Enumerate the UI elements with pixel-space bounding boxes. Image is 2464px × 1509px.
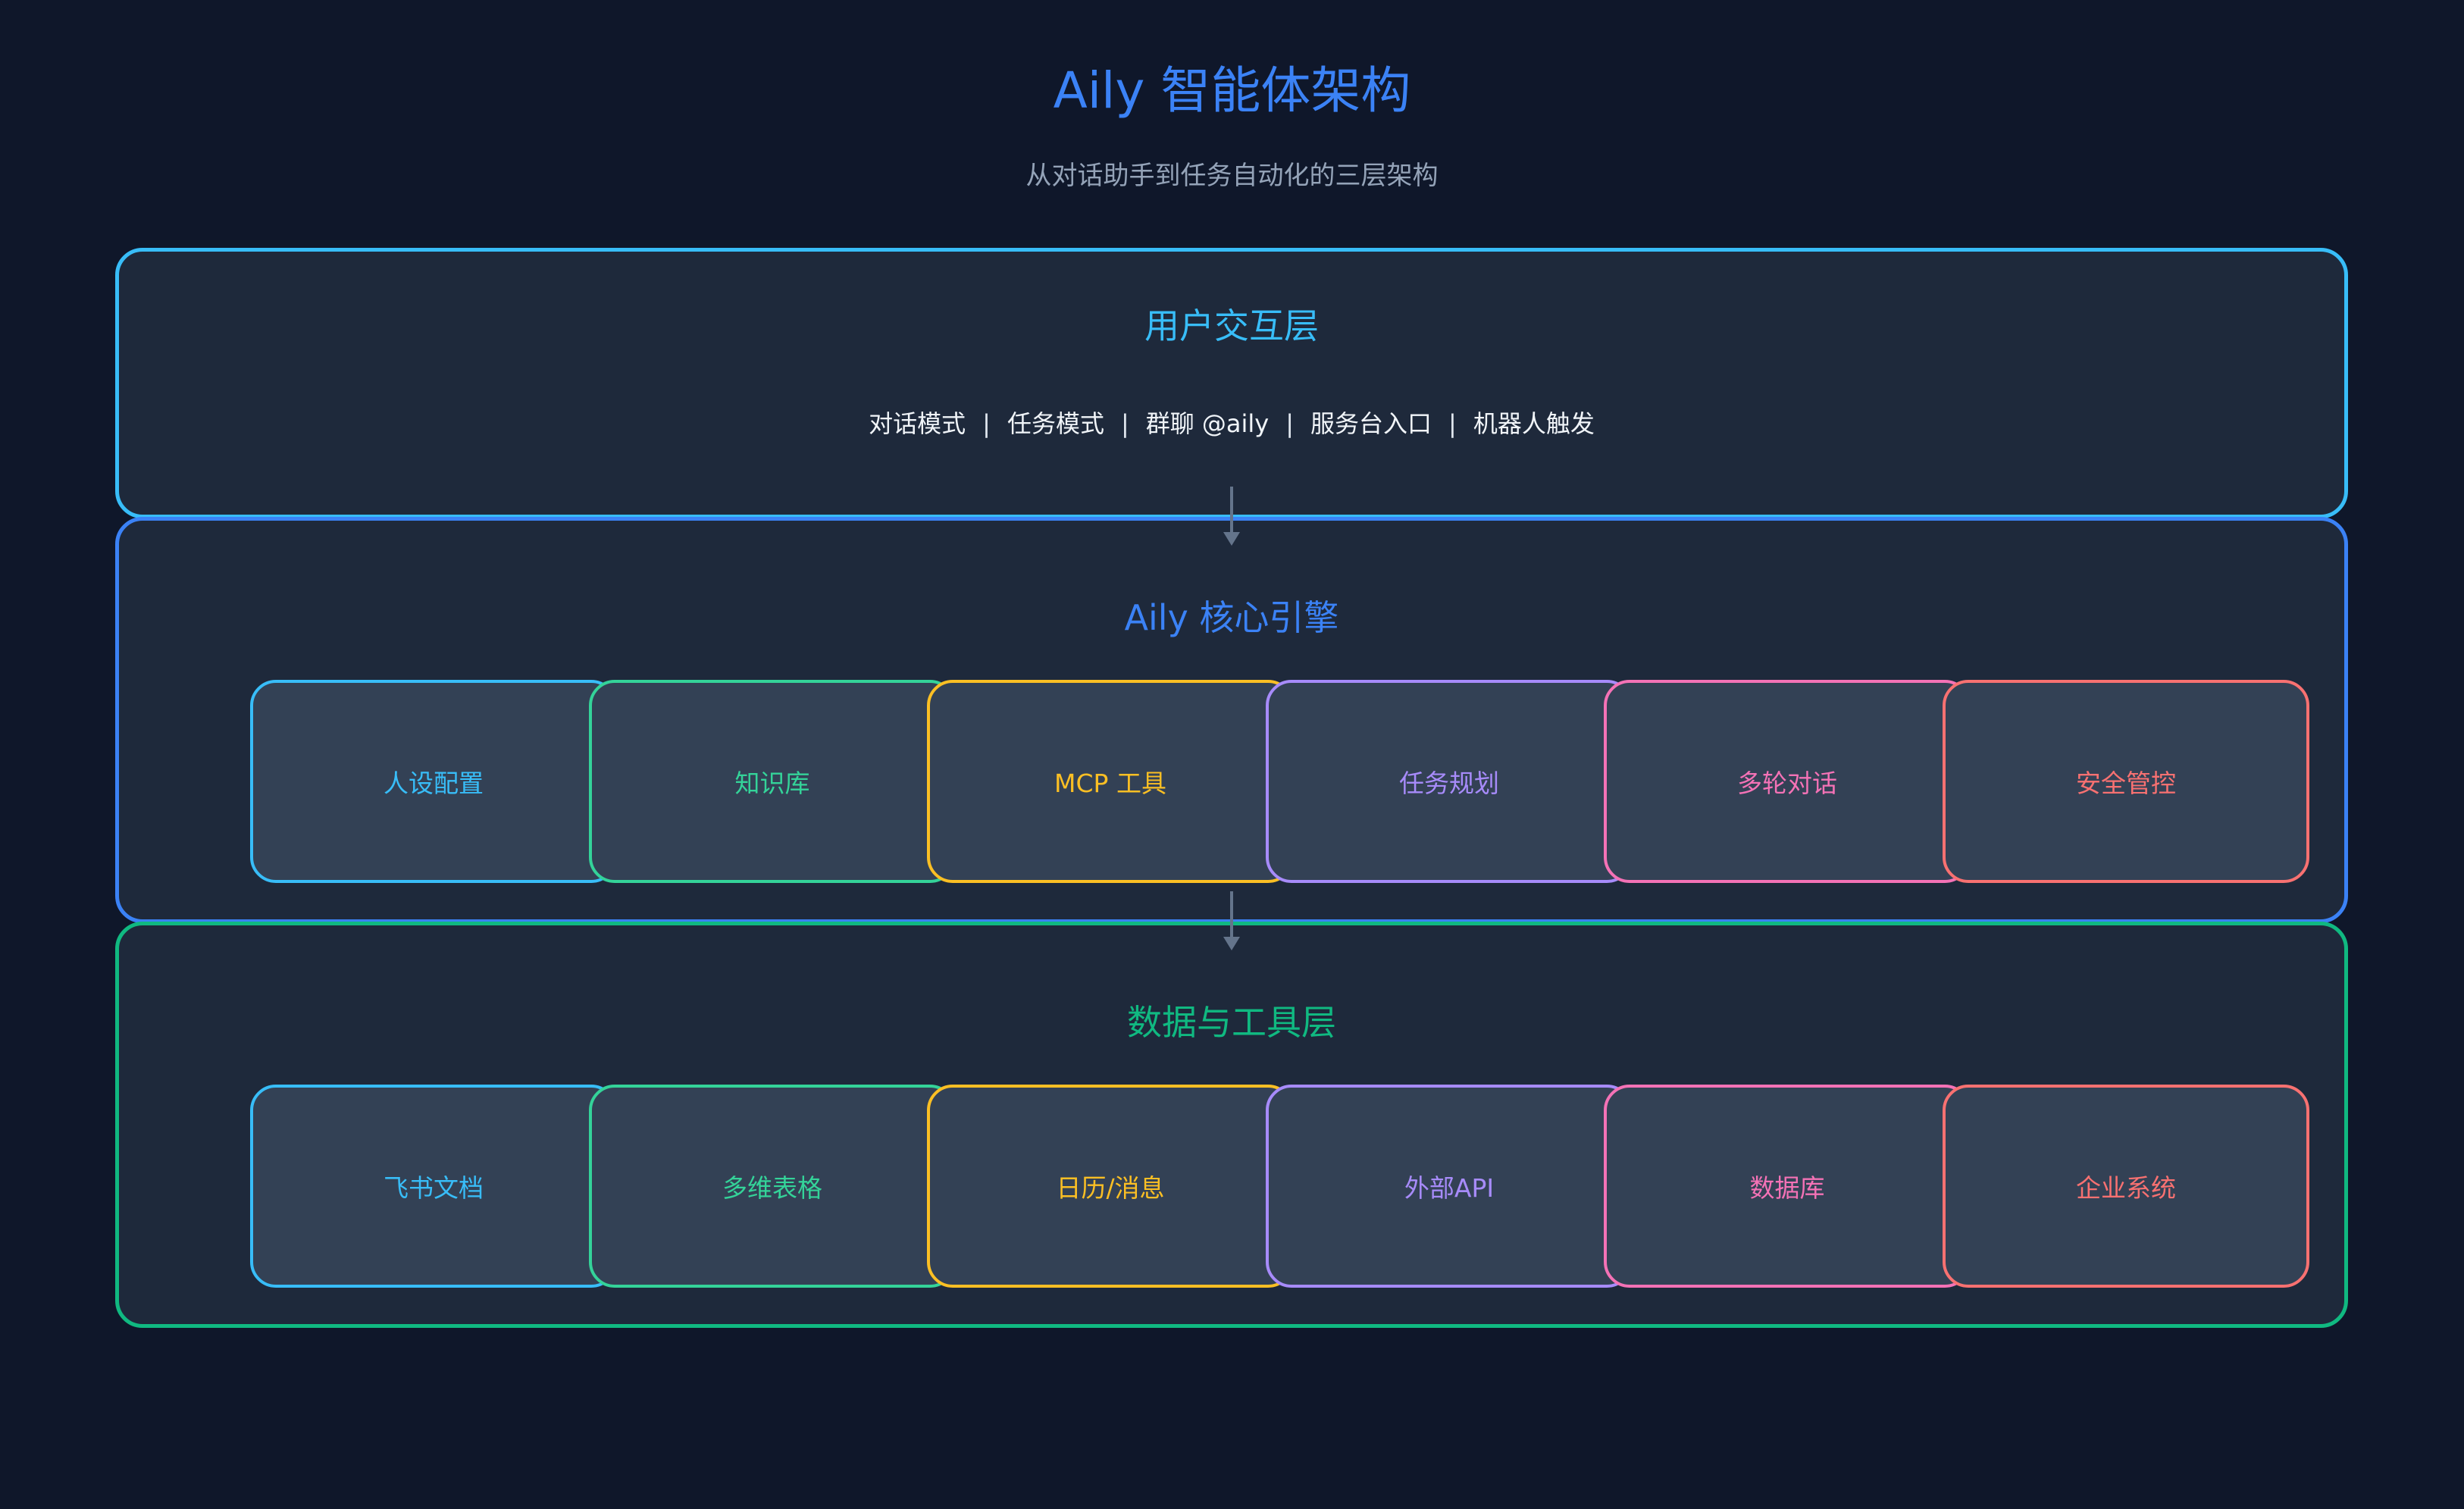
entry-bot-trigger: 机器人触发 bbox=[1473, 409, 1595, 438]
module-multi-turn-dialog: 多轮对话 bbox=[1604, 680, 1971, 883]
entry-service-desk: 服务台入口 bbox=[1310, 409, 1432, 438]
data-tools-layer: 数据与工具层 飞书文档 多维表格 日历/消息 外部API 数据库 企业系统 bbox=[115, 922, 2348, 1328]
module-feishu-docs: 飞书文档 bbox=[250, 1085, 617, 1288]
entry-separator: | bbox=[1120, 409, 1129, 438]
module-security-control: 安全管控 bbox=[1943, 680, 2309, 883]
user-layer-title: 用户交互层 bbox=[1144, 305, 1319, 346]
diagram-title: Aily 智能体架构 bbox=[1053, 61, 1411, 120]
core-layer-title: Aily 核心引擎 bbox=[1124, 597, 1339, 638]
user-interaction-layer: 用户交互层 对话模式 | 任务模式 | 群聊 @aily | 服务台入口 | 机器人触发 bbox=[115, 248, 2348, 518]
module-mcp-tools: MCP 工具 bbox=[927, 680, 1294, 883]
entry-separator: | bbox=[982, 409, 991, 438]
entry-list: 对话模式 | 任务模式 | 群聊 @aily | 服务台入口 | 机器人触发 bbox=[119, 407, 2344, 440]
arrow-core-to-data bbox=[1223, 891, 1240, 950]
core-engine-layer: Aily 核心引擎 人设配置 知识库 MCP 工具 任务规划 多轮对话 安全管控 bbox=[115, 517, 2348, 923]
entry-task-mode: 任务模式 bbox=[1007, 409, 1104, 438]
module-calendar-messages: 日历/消息 bbox=[927, 1085, 1294, 1288]
entry-chat-mode: 对话模式 bbox=[869, 409, 966, 438]
data-layer-title: 数据与工具层 bbox=[1127, 1002, 1336, 1043]
entry-group-chat: 群聊 @aily bbox=[1145, 409, 1270, 438]
module-database: 数据库 bbox=[1604, 1085, 1971, 1288]
entry-separator: | bbox=[1448, 409, 1457, 438]
module-multidim-table: 多维表格 bbox=[589, 1085, 956, 1288]
module-enterprise-system: 企业系统 bbox=[1943, 1085, 2309, 1288]
diagram-subtitle: 从对话助手到任务自动化的三层架构 bbox=[1025, 161, 1439, 191]
module-external-api: 外部API bbox=[1266, 1085, 1633, 1288]
module-persona-config: 人设配置 bbox=[250, 680, 617, 883]
arrow-user-to-core bbox=[1223, 487, 1240, 546]
entry-separator: | bbox=[1285, 409, 1295, 438]
module-task-planning: 任务规划 bbox=[1266, 680, 1633, 883]
module-knowledge-base: 知识库 bbox=[589, 680, 956, 883]
